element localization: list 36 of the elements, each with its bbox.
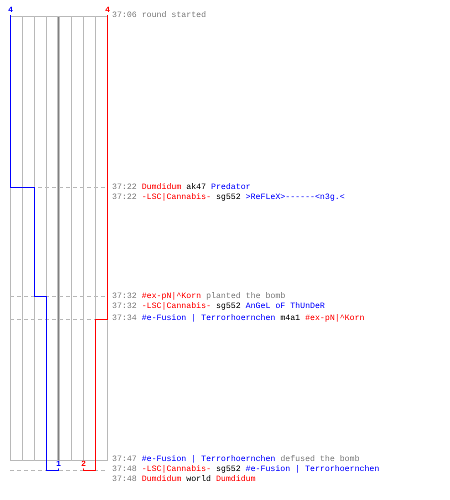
weapon-name: ak47 xyxy=(186,183,206,193)
player-name: Dumdidum xyxy=(216,475,256,485)
player-name: >ReFLeX>------<n3g.< xyxy=(246,193,345,203)
player-name: #ex-pN|^Korn xyxy=(305,314,364,324)
player-name: Dumdidum xyxy=(142,475,182,485)
timestamp: 37:32 xyxy=(112,292,137,302)
timestamp: 37:34 xyxy=(112,314,137,324)
player-count: 4 xyxy=(8,7,13,15)
player-count: 2 xyxy=(81,460,86,468)
timestamp: 37:22 xyxy=(112,193,137,203)
event-text: round started xyxy=(142,11,206,21)
player-count: 4 xyxy=(105,7,110,15)
weapon-name: sg552 xyxy=(216,193,241,203)
timestamp: 37:06 xyxy=(112,11,137,21)
player-name: -LSC|Cannabis- xyxy=(142,302,212,312)
timestamp: 37:47 xyxy=(112,455,137,465)
timestamp: 37:48 xyxy=(112,465,137,475)
player-name: #ex-pN|^Korn xyxy=(142,292,202,302)
event-text: defused the bomb xyxy=(280,455,360,465)
player-name: -LSC|Cannabis- xyxy=(142,193,212,203)
player-count: 1 xyxy=(56,460,61,468)
weapon-name: world xyxy=(186,475,212,485)
timestamp: 37:48 xyxy=(112,475,137,485)
player-name: #e-Fusion | Terrorhoernchen xyxy=(142,455,276,465)
player-name: Dumdidum xyxy=(142,183,182,193)
player-name: #e-Fusion | Terrorhoernchen xyxy=(142,314,276,324)
weapon-name: sg552 xyxy=(216,465,241,475)
player-name: #e-Fusion | Terrorhoernchen xyxy=(246,465,380,475)
timestamp: 37:32 xyxy=(112,302,137,312)
player-name: AnGeL oF ThUnDeR xyxy=(246,302,325,312)
weapon-name: m4a1 xyxy=(280,314,300,324)
player-name: -LSC|Cannabis- xyxy=(142,465,212,475)
timestamp: 37:22 xyxy=(112,183,137,193)
weapon-name: sg552 xyxy=(216,302,241,312)
player-name: Predator xyxy=(211,183,251,193)
event-text: planted the bomb xyxy=(206,292,286,302)
